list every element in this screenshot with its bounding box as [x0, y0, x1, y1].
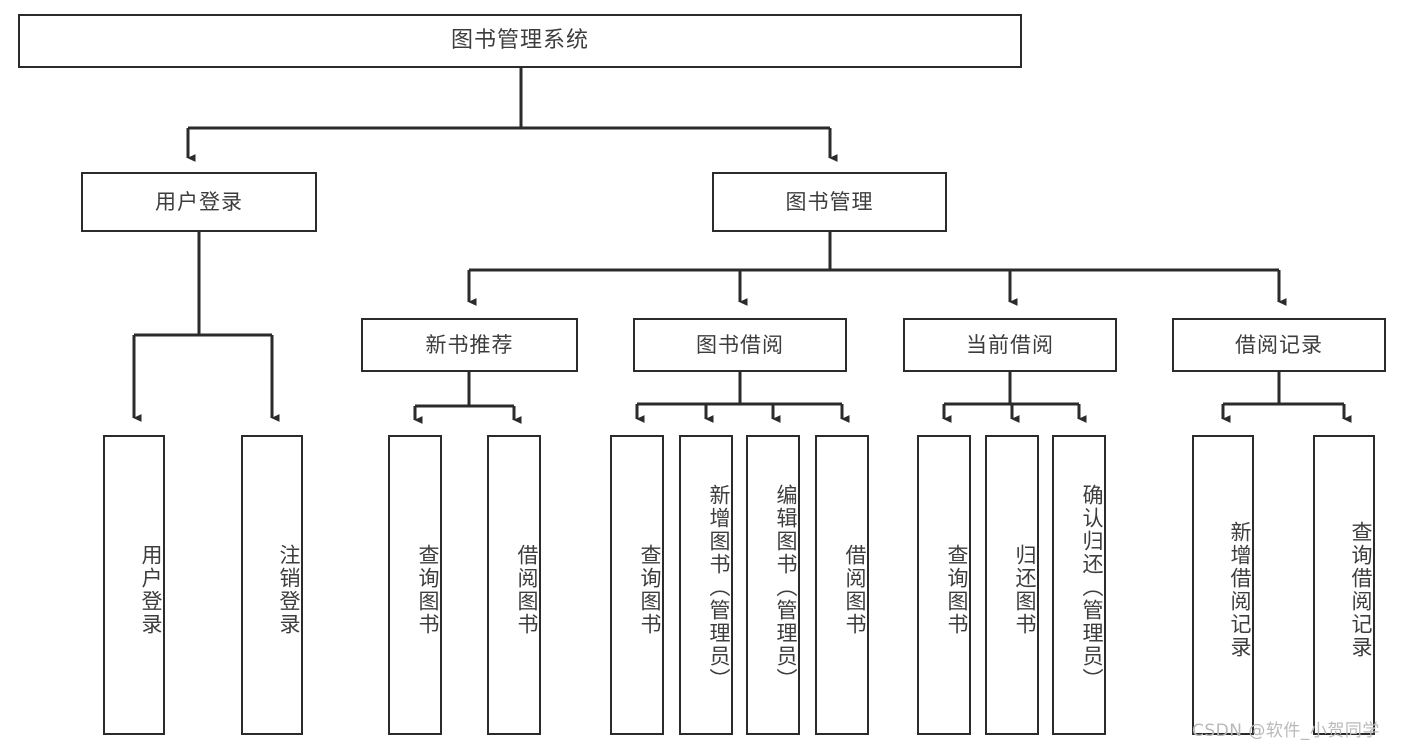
node-label: 新增图书（管理员）	[707, 483, 731, 691]
node-records-add[interactable]: 新增借阅记录	[1192, 435, 1254, 735]
node-label: 编辑图书（管理员）	[774, 483, 798, 691]
node-book-borrow[interactable]: 图书借阅	[633, 318, 847, 372]
node-recommend-query-book[interactable]: 查询图书	[388, 435, 442, 735]
node-book-management[interactable]: 图书管理	[712, 172, 947, 232]
node-label: 查询图书	[638, 544, 662, 636]
node-root[interactable]: 图书管理系统	[18, 14, 1022, 68]
node-borrow-query-book[interactable]: 查询图书	[610, 435, 664, 735]
node-user-login-leaf[interactable]: 用户登录	[103, 435, 165, 735]
node-user-login[interactable]: 用户登录	[81, 172, 317, 232]
node-label: 确认归还（管理员）	[1080, 483, 1104, 691]
node-current-confirm-return[interactable]: 确认归还（管理员）	[1052, 435, 1106, 735]
node-label: 图书管理系统	[450, 28, 589, 54]
csdn-watermark: CSDN @软件_小贺同学	[1192, 721, 1380, 741]
node-borrow-records[interactable]: 借阅记录	[1172, 318, 1386, 372]
node-label: 借阅图书	[843, 544, 867, 636]
node-label: 归还图书	[1013, 544, 1037, 636]
node-borrow-borrow-book[interactable]: 借阅图书	[815, 435, 869, 735]
node-label: 图书管理	[785, 189, 874, 214]
node-current-query-book[interactable]: 查询图书	[917, 435, 971, 735]
node-label: 注销登录	[277, 544, 301, 636]
node-label: 查询图书	[416, 544, 440, 636]
node-label: 用户登录	[155, 189, 243, 214]
node-recommend-borrow-book[interactable]: 借阅图书	[487, 435, 541, 735]
node-label: 借阅图书	[515, 544, 539, 636]
node-label: 查询借阅记录	[1349, 521, 1373, 659]
node-label: 图书借阅	[696, 332, 784, 357]
node-borrow-add-book[interactable]: 新增图书（管理员）	[679, 435, 733, 735]
node-label: 查询图书	[945, 544, 969, 636]
node-current-borrow[interactable]: 当前借阅	[903, 318, 1117, 372]
node-label: 新增借阅记录	[1228, 521, 1252, 659]
node-label: 用户登录	[139, 544, 163, 636]
node-label: 新书推荐	[425, 332, 514, 357]
node-label: 当前借阅	[966, 332, 1054, 357]
node-current-return-book[interactable]: 归还图书	[985, 435, 1039, 735]
node-user-logout-leaf[interactable]: 注销登录	[241, 435, 303, 735]
node-records-query[interactable]: 查询借阅记录	[1313, 435, 1375, 735]
node-borrow-edit-book[interactable]: 编辑图书（管理员）	[746, 435, 800, 735]
node-label: 借阅记录	[1235, 332, 1323, 357]
node-new-book-recommend[interactable]: 新书推荐	[361, 318, 578, 372]
